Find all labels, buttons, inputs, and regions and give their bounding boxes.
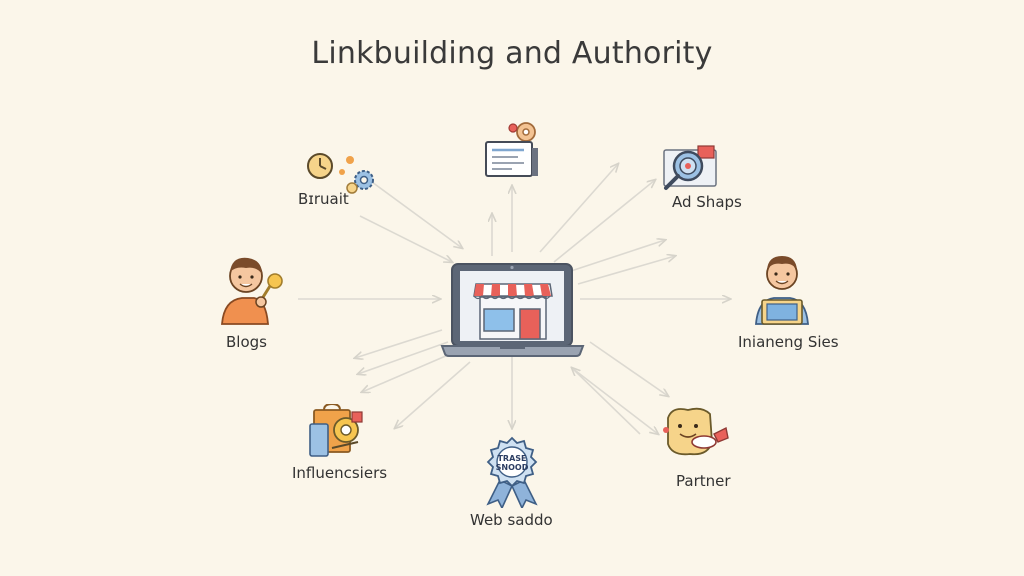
page-title: Linkbuilding and Authority [311, 36, 713, 71]
node-label-bottom-left: Influencsiers [292, 464, 388, 482]
laptop-shop-icon [440, 263, 585, 357]
node-label-top-right: Ad Shaps [672, 193, 742, 211]
arrow-bottom-left [355, 329, 443, 358]
badge-text: TRASE SNOOD [495, 454, 529, 472]
arrow-bottom-left-d [395, 361, 471, 428]
partner-card-icon [663, 407, 729, 456]
arrow-top-right-c [567, 240, 665, 273]
node-label-bottom-right: Partner [676, 472, 731, 490]
arrow-bottom-left-b [358, 341, 449, 374]
arrow-bottom-right [589, 341, 668, 396]
person-laptop-icon [755, 256, 809, 325]
arrow-bottom-right-b [571, 367, 658, 434]
node-label-bottom: Web saddo [470, 511, 553, 529]
award-ribbon-icon [486, 436, 538, 508]
arrow-top-right [539, 164, 618, 253]
arrow-bottom-right-c [572, 368, 641, 435]
arrow-top-right-b [553, 180, 655, 263]
arrow-bottom-left-c [362, 351, 456, 392]
arrow-top-right-d [577, 256, 675, 285]
node-label-left: Blogs [226, 333, 267, 351]
node-label-right: Inianeng Sies [738, 333, 839, 351]
clock-gears-icon [307, 153, 374, 194]
arrow-top-left [371, 181, 462, 248]
shopping-bag-icon [309, 404, 363, 457]
arrow-top-left-b [359, 215, 452, 262]
person-key-icon [221, 257, 283, 325]
node-label-top-left: Bɪruait [298, 190, 349, 208]
document-gear-icon [485, 122, 538, 177]
magnifier-target-icon [663, 145, 717, 190]
